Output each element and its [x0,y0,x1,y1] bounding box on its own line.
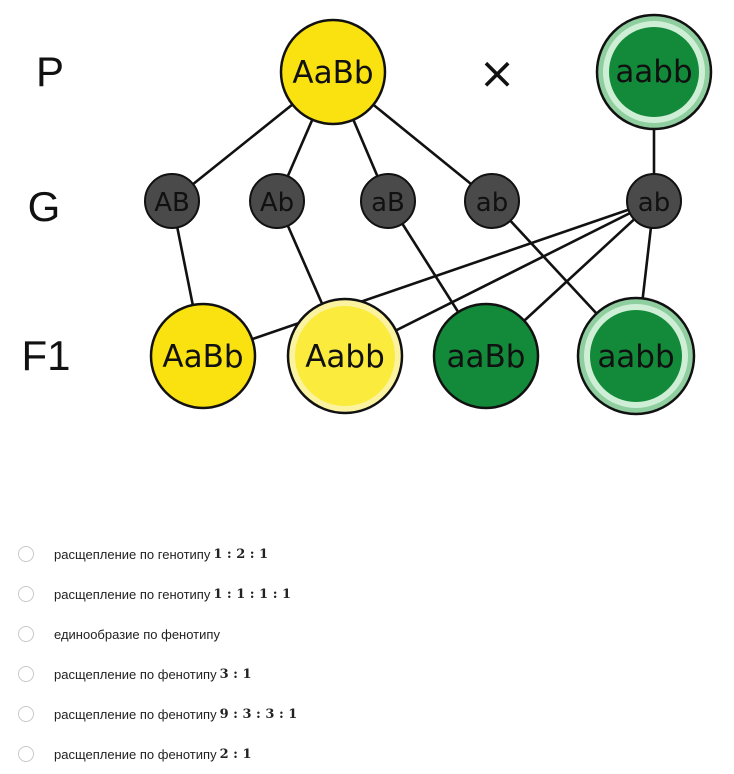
offspring-2-genotype: Aabb [305,339,385,375]
option-label: расщепление по генотипу [54,546,211,562]
radio-button[interactable] [18,586,34,602]
gamete-4-label: ab [476,188,508,218]
gamete-1: AB [144,173,200,229]
option-label: расщепление по генотипу [54,586,211,602]
parent-2-circle: aabb [595,13,713,131]
option-label: расщепление по фенотипу [54,706,217,722]
gamete-2-label: Ab [260,188,294,218]
gamete-2: Ab [249,173,305,229]
radio-button[interactable] [18,546,34,562]
gamete-5-label: ab [638,188,670,218]
row-label-f1: F1 [21,332,70,379]
parent-2-genotype: aabb [615,54,692,90]
offspring-4-genotype: aabb [597,339,674,375]
answer-option-2[interactable]: расщепление по генотипу 1 : 1 : 1 : 1 [18,574,718,614]
row-label-p: P [36,48,64,95]
gamete-3: aB [360,173,416,229]
parent-1-genotype: AaBb [292,55,373,91]
option-ratio: 9 : 3 : 3 : 1 [219,706,298,722]
row-label-g: G [28,183,61,230]
gamete-1-label: AB [154,188,190,218]
option-ratio: 3 : 1 [219,666,252,682]
offspring-3-circle: aaBb [432,302,540,410]
connector-lines [170,70,656,358]
option-ratio: 1 : 1 : 1 : 1 [213,586,292,602]
parent-1-circle: AaBb [279,18,387,126]
cross-symbol: × [479,48,516,99]
gamete-3-label: aB [371,188,405,218]
offspring-3-genotype: aaBb [447,339,526,375]
line-g5-f1 [202,199,655,358]
radio-button[interactable] [18,626,34,642]
answer-option-4[interactable]: расщепление по фенотипу 3 : 1 [18,654,718,694]
offspring-1-circle: AaBb [149,302,257,410]
answer-option-5[interactable]: расщепление по фенотипу 9 : 3 : 3 : 1 [18,694,718,734]
option-label: расщепление по фенотипу [54,666,217,682]
option-label: расщепление по фенотипу [54,746,217,762]
answer-option-1[interactable]: расщепление по генотипу 1 : 2 : 1 [18,534,718,574]
option-ratio: 2 : 1 [219,746,252,762]
radio-button[interactable] [18,706,34,722]
radio-button[interactable] [18,746,34,762]
option-label: единообразие по фенотипу [54,626,220,642]
offspring-2-circle: Aabb [286,297,404,415]
offspring-1-genotype: AaBb [162,339,243,375]
radio-button[interactable] [18,666,34,682]
answer-option-3[interactable]: единообразие по фенотипу [18,614,718,654]
option-ratio: 1 : 2 : 1 [213,546,269,562]
answer-option-6[interactable]: расщепление по фенотипу 2 : 1 [18,734,718,774]
genetics-cross-diagram: P G F1 AaBb × aabb AB Ab aB ab ab AaBb [21,13,713,416]
gamete-5: ab [626,173,682,229]
answer-options: расщепление по генотипу 1 : 2 : 1 расщеп… [18,534,718,774]
gamete-4: ab [464,173,520,229]
offspring-4-circle: aabb [576,296,696,416]
